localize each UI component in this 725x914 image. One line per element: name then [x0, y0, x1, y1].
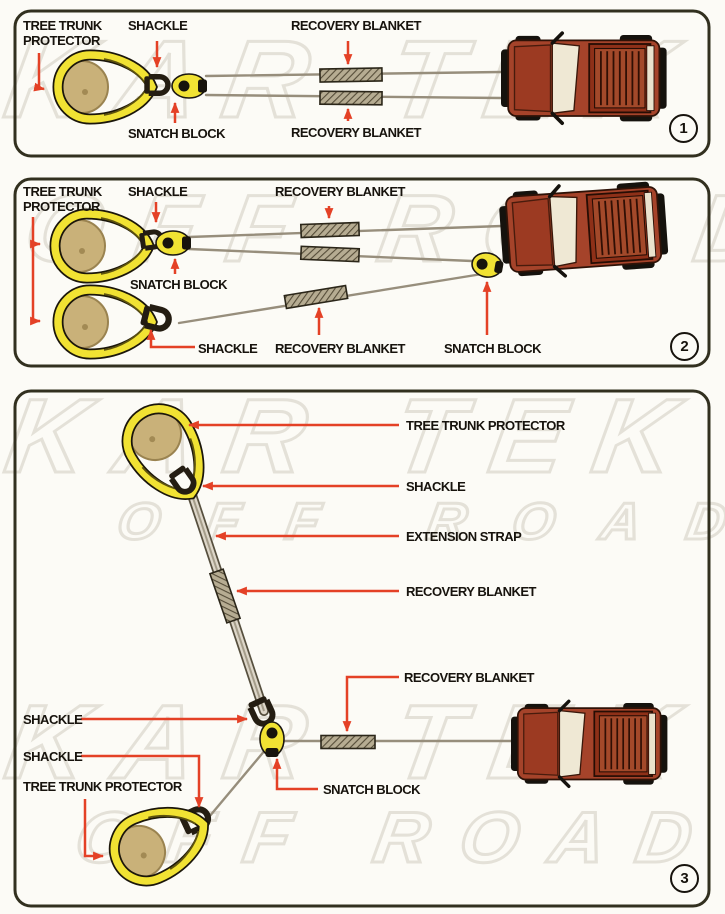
tree-trunk-protector-graphic-top: [49, 208, 155, 284]
panel-number-badge: 3: [670, 864, 699, 893]
label-recovery-blanket-bottom: RECOVERY BLANKET: [275, 341, 405, 356]
leader-recovery-blanket-lower: [342, 675, 399, 733]
recovery-blanket-graphic-top: [319, 67, 383, 83]
panel-2-double-anchor-pull: TREE TRUNK PROTECTOR SHACKLE RECOVERY BL…: [13, 177, 711, 368]
tree-trunk-protector-graphic-bottom: [52, 284, 158, 360]
panel-1-single-line-pull: TREE TRUNK PROTECTOR SHACKLE RECOVERY BL…: [13, 9, 711, 158]
label-snatch-block: SNATCH BLOCK: [128, 126, 226, 141]
truck-bed-slats: [597, 198, 642, 256]
shackle-graphic-bottom: [140, 303, 172, 332]
leader-snatch-block: [272, 757, 318, 791]
leader-tree-trunk-protector: [33, 53, 46, 92]
truck-bed-slats: [604, 718, 642, 770]
label-snatch-block-right: SNATCH BLOCK: [444, 341, 542, 356]
label-tree-trunk-protector-bottom: TREE TRUNK PROTECTOR: [23, 779, 182, 794]
truck-graphic: [501, 31, 667, 126]
panel-number-badge: 1: [669, 114, 698, 143]
shackle-graphic-middle: [247, 696, 276, 727]
panel-1-graphic: [13, 9, 711, 158]
label-recovery-blanket-bottom: RECOVERY BLANKET: [291, 125, 421, 140]
tree-trunk-protector-graphic: [52, 49, 158, 125]
panel-1-border: [13, 9, 711, 158]
label-tree-trunk-protector-top: TREE TRUNK PROTECTOR: [406, 418, 565, 433]
label-shackle-lower: SHACKLE: [23, 749, 83, 764]
label-recovery-blanket-lower: RECOVERY BLANKET: [404, 670, 534, 685]
tree-trunk-protector-graphic-bottom: [108, 806, 209, 887]
label-extension-strap: EXTENSION STRAP: [406, 529, 522, 544]
snatch-block-graphic-truck: [471, 252, 504, 278]
label-snatch-block-middle: SNATCH BLOCK: [130, 277, 228, 292]
panel-2-graphic: [13, 177, 711, 368]
panel-3-redirected-pull: TREE TRUNK PROTECTOR SHACKLE EXTENSION S…: [13, 389, 711, 908]
label-recovery-blanket-top: RECOVERY BLANKET: [291, 18, 421, 33]
label-recovery-blanket-top: RECOVERY BLANKET: [275, 184, 405, 199]
leader-shackle-lower: [81, 754, 204, 809]
label-shackle-middle: SHACKLE: [23, 712, 83, 727]
snatch-block-graphic: [171, 73, 207, 99]
label-recovery-blanket-upper: RECOVERY BLANKET: [406, 584, 536, 599]
recovery-blanket-graphic-lower: [320, 734, 376, 750]
shackle-graphic-top: [169, 465, 197, 495]
truck-graphic: [511, 699, 668, 789]
label-tree-trunk-protector: TREE TRUNK PROTECTOR: [23, 18, 102, 48]
truck-graphic: [499, 181, 669, 278]
snatch-block-graphic-top: [155, 230, 191, 256]
recovery-blanket-graphic-upper: [208, 568, 242, 624]
panel-number-badge: 2: [670, 332, 699, 361]
anchor-cable-lower: [207, 747, 268, 819]
recovery-blanket-graphic-bottom: [319, 90, 383, 106]
recovery-blanket-graphic-top: [299, 221, 361, 239]
panel-3-graphic: [13, 389, 711, 908]
recovery-blanket-graphic-bottom: [283, 284, 349, 310]
recovery-blanket-graphic-middle: [299, 245, 361, 263]
panel-2-border: [13, 177, 711, 368]
shackle-graphic: [144, 74, 171, 96]
truck-bed-slats: [600, 51, 640, 106]
snatch-block-graphic: [259, 721, 285, 757]
label-shackle: SHACKLE: [128, 18, 188, 33]
label-shackle-top: SHACKLE: [128, 184, 188, 199]
label-shackle-top: SHACKLE: [406, 479, 466, 494]
leader-tree-trunk-protector-bottom: [83, 799, 105, 861]
label-shackle-bottom: SHACKLE: [198, 341, 258, 356]
tree-trunk-protector-graphic-top: [121, 403, 205, 500]
leader-shackle-bottom: [146, 328, 195, 349]
label-tree-trunk-protector: TREE TRUNK PROTECTOR: [23, 184, 102, 214]
label-snatch-block: SNATCH BLOCK: [323, 782, 421, 797]
panel-3-border: [13, 389, 711, 908]
